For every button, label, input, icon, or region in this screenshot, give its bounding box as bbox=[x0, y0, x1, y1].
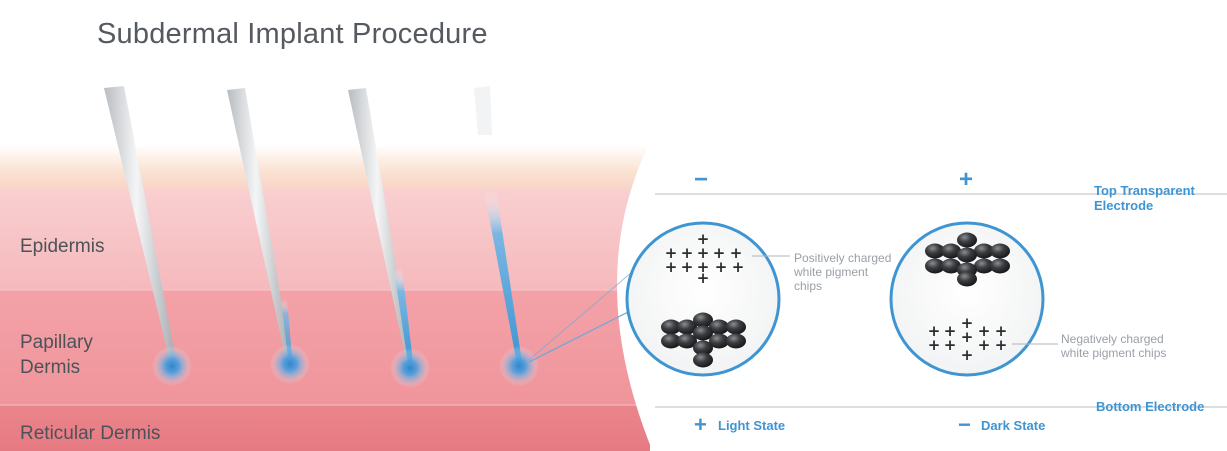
svg-text:+: + bbox=[978, 322, 991, 340]
positive-chips-note: Positively charged white pigment chips bbox=[794, 251, 892, 293]
light-state-capsule: + +++++ +++++ + bbox=[625, 221, 790, 377]
svg-text:+: + bbox=[961, 314, 974, 332]
needle-3 bbox=[348, 88, 413, 364]
needle-1 bbox=[104, 86, 176, 362]
svg-text:+: + bbox=[978, 336, 991, 354]
dark-state-label: Dark State bbox=[981, 418, 1046, 433]
reticular-dermis-layer bbox=[0, 405, 760, 451]
page-title: Subdermal Implant Procedure bbox=[97, 18, 488, 50]
bottom-electrode-label: Bottom Electrode bbox=[1096, 399, 1205, 414]
svg-text:+: + bbox=[697, 230, 710, 248]
svg-text:+: + bbox=[944, 336, 957, 354]
negative-charge-markers: + ++++ + ++++ + bbox=[928, 314, 1008, 364]
svg-text:+: + bbox=[697, 258, 710, 276]
svg-text:+: + bbox=[732, 258, 745, 276]
pigment-dot-1 bbox=[152, 346, 192, 386]
svg-text:+: + bbox=[697, 244, 710, 262]
svg-text:+: + bbox=[995, 336, 1008, 354]
papillary-dermis-label: Papillary Dermis bbox=[20, 332, 93, 378]
svg-text:+: + bbox=[665, 258, 678, 276]
positive-charge-markers: + +++++ +++++ + bbox=[665, 230, 745, 287]
svg-text:+: + bbox=[961, 328, 974, 346]
svg-text:+: + bbox=[681, 244, 694, 262]
black-pigment-cluster bbox=[661, 312, 746, 368]
svg-text:+: + bbox=[928, 322, 941, 340]
svg-text:+: + bbox=[944, 322, 957, 340]
top-electrode-label: Top Transparent Electrode bbox=[1094, 183, 1195, 213]
pigment-dot-4 bbox=[499, 346, 539, 386]
negative-chips-note: Negatively charged white pigment chips bbox=[1061, 332, 1167, 360]
reticular-dermis-label: Reticular Dermis bbox=[20, 423, 161, 444]
needle-4 bbox=[474, 86, 522, 364]
pigment-dot-3 bbox=[390, 348, 430, 388]
dark-state-sign: − bbox=[958, 412, 971, 437]
svg-text:+: + bbox=[697, 269, 710, 287]
epidermis-label: Epidermis bbox=[20, 236, 105, 257]
needle-2 bbox=[227, 88, 292, 360]
svg-text:+: + bbox=[715, 258, 728, 276]
svg-text:+: + bbox=[995, 322, 1008, 340]
top-electrode-sign-right: + bbox=[959, 166, 974, 193]
svg-text:+: + bbox=[681, 258, 694, 276]
svg-text:+: + bbox=[713, 244, 726, 262]
dark-pigment-cluster bbox=[925, 232, 1010, 287]
svg-text:+: + bbox=[665, 244, 678, 262]
dark-state-capsule: + ++++ + ++++ + bbox=[889, 221, 1058, 377]
pigment-dot-2 bbox=[270, 344, 310, 384]
svg-text:+: + bbox=[928, 336, 941, 354]
light-state-label: Light State bbox=[718, 418, 786, 433]
svg-text:+: + bbox=[730, 244, 743, 262]
light-state-sign: + bbox=[694, 412, 707, 437]
top-electrode-sign-left: − bbox=[694, 166, 709, 193]
svg-text:+: + bbox=[961, 346, 974, 364]
